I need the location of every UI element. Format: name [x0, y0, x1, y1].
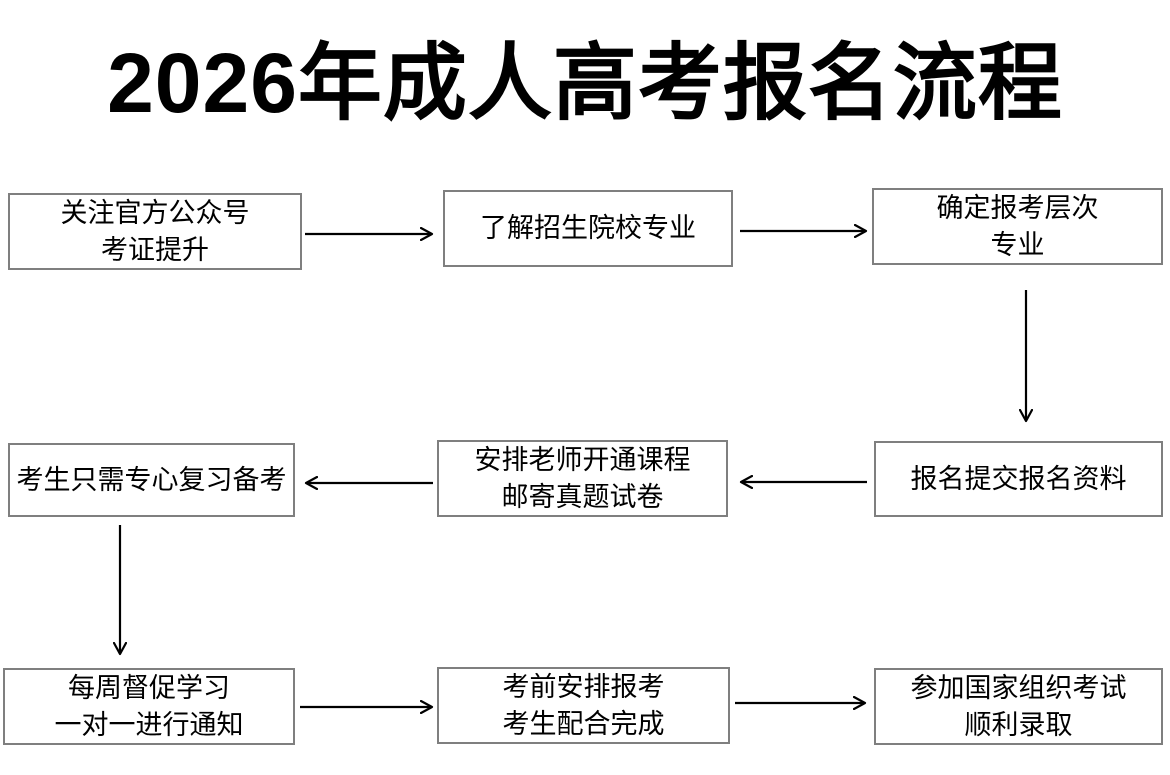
flow-step-9: 参加国家组织考试 顺利录取	[874, 668, 1163, 745]
flow-step-9-line2: 顺利录取	[964, 709, 1073, 740]
flow-step-3: 确定报考层次 专业	[872, 188, 1163, 265]
flow-step-7: 每周督促学习 一对一进行通知	[3, 668, 295, 745]
flow-step-5-line2: 邮寄真题试卷	[501, 481, 664, 512]
flow-step-3-line2: 专业	[990, 229, 1045, 260]
flow-step-4-line1: 报名提交报名资料	[910, 463, 1127, 494]
flow-step-2-line1: 了解招生院校专业	[480, 213, 696, 243]
flow-step-8-line1: 考前安排报考	[502, 671, 665, 702]
flow-step-4: 报名提交报名资料	[874, 441, 1163, 517]
flow-step-6-line1: 考生只需专心复习备考	[16, 464, 287, 495]
flow-step-9-line1: 参加国家组织考试	[910, 672, 1127, 703]
page-title: 2026年成人高考报名流程	[107, 36, 1063, 130]
flow-step-7-line1: 每周督促学习	[68, 672, 230, 703]
flow-step-2: 了解招生院校专业	[443, 190, 733, 267]
flow-step-1-line1: 关注官方公众号	[60, 197, 250, 228]
flow-step-8: 考前安排报考 考生配合完成	[437, 667, 730, 744]
flow-step-1-line2: 考证提升	[101, 234, 209, 265]
flow-step-6: 考生只需专心复习备考	[8, 443, 295, 517]
flow-step-3-line1: 确定报考层次	[936, 192, 1099, 223]
flow-step-8-line2: 考生配合完成	[502, 708, 665, 739]
flow-step-1: 关注官方公众号 考证提升	[8, 193, 302, 270]
flow-step-5-line1: 安排老师开通课程	[474, 444, 691, 475]
flow-step-7-line2: 一对一进行通知	[54, 709, 244, 740]
flow-step-5: 安排老师开通课程 邮寄真题试卷	[437, 440, 728, 517]
